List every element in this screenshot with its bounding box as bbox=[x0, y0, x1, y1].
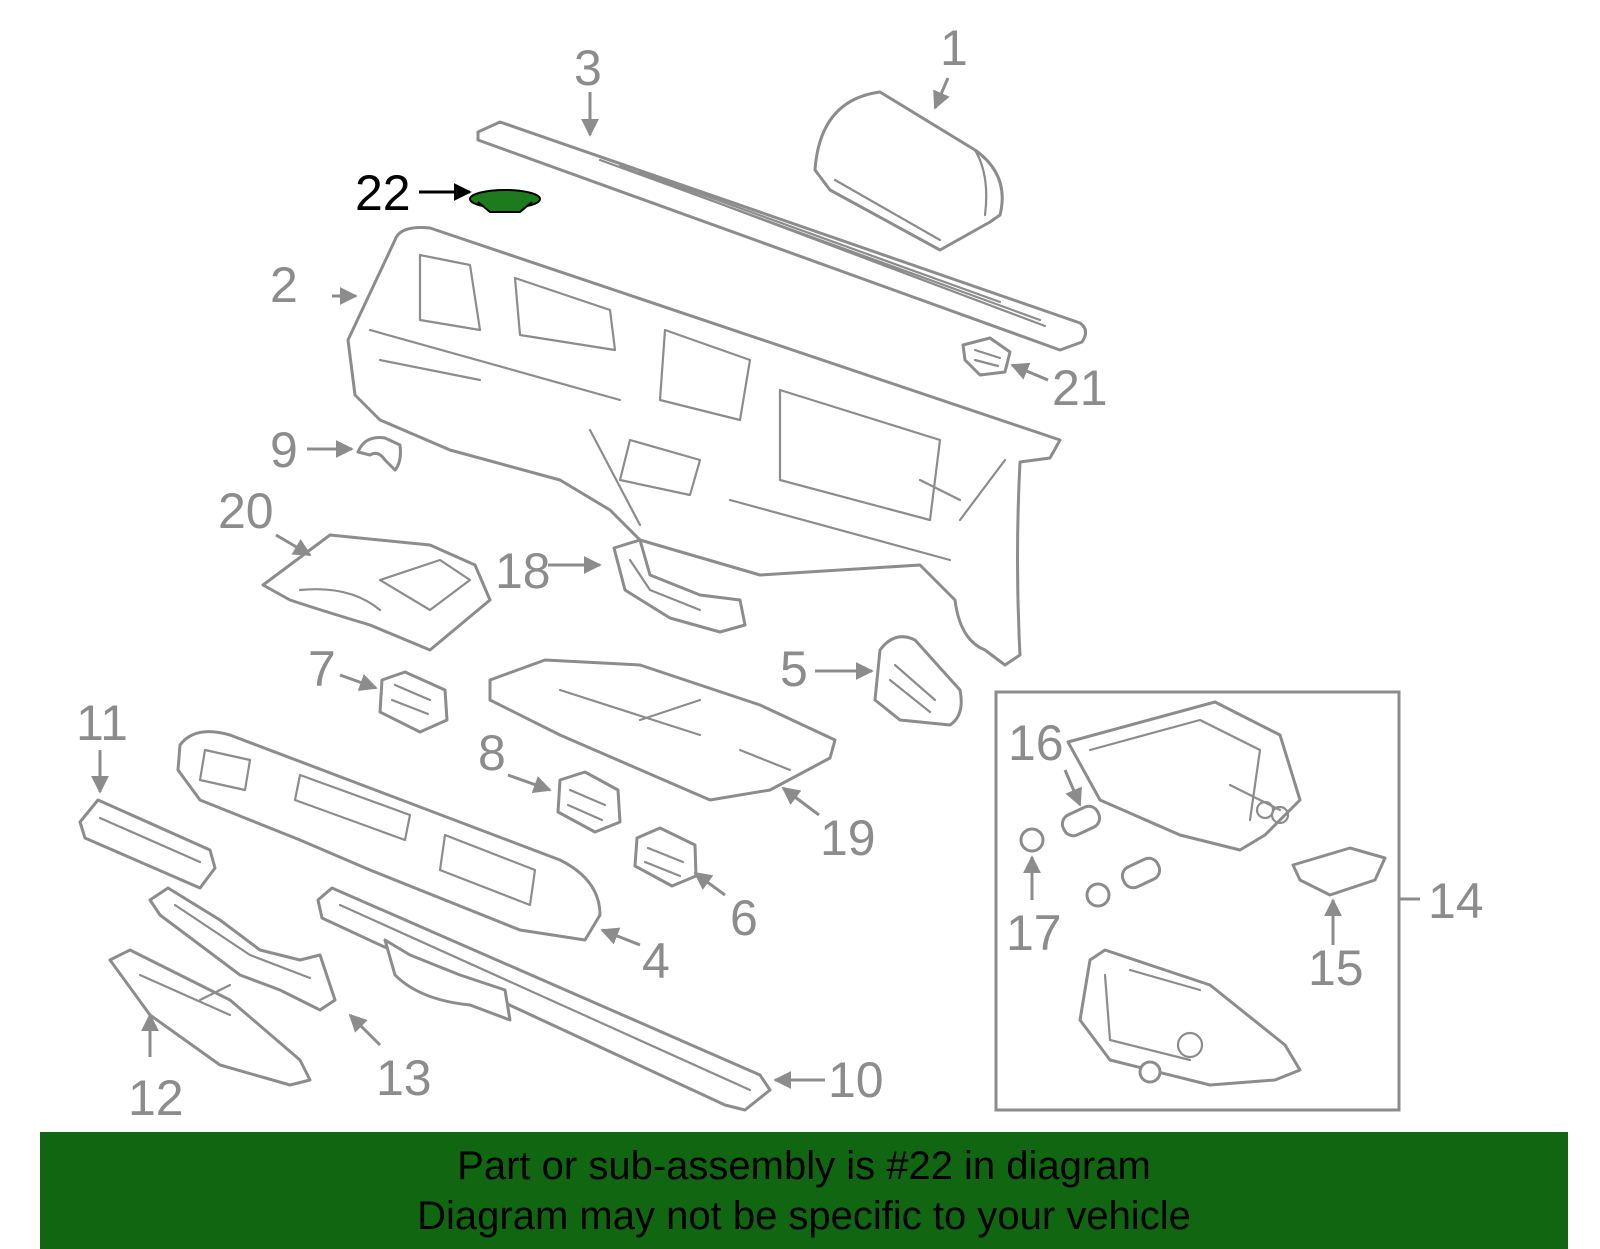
part-21-vent bbox=[961, 336, 1012, 377]
callout-21: 21 bbox=[1052, 360, 1108, 416]
leader-lines bbox=[91, 77, 1342, 1089]
part-18-bracket bbox=[612, 538, 747, 634]
inset-box bbox=[994, 690, 1420, 1112]
part-6-vent bbox=[633, 826, 698, 888]
part-20-panel bbox=[261, 533, 492, 652]
callout-16: 16 bbox=[1008, 715, 1064, 771]
callout-7: 7 bbox=[308, 641, 336, 697]
part-5-vent bbox=[873, 635, 963, 727]
callout-8: 8 bbox=[478, 725, 506, 781]
callout-15: 15 bbox=[1308, 940, 1364, 996]
callout-1: 1 bbox=[940, 20, 968, 76]
callout-6: 6 bbox=[730, 890, 758, 946]
callout-13: 13 bbox=[376, 1050, 432, 1106]
callout-9: 9 bbox=[270, 422, 298, 478]
callout-12: 12 bbox=[128, 1070, 184, 1126]
part-12-lower-cover bbox=[108, 948, 312, 1087]
callout-22: 22 bbox=[355, 165, 411, 221]
callout-20: 20 bbox=[218, 483, 274, 539]
parts-diagram: 1 3 22 2 21 9 20 18 5 7 11 16 8 19 14 6 … bbox=[76, 20, 1484, 1126]
part-10-lower-trim bbox=[316, 886, 772, 1112]
part-19-lower-panel bbox=[488, 658, 837, 802]
callout-labels: 1 3 22 2 21 9 20 18 5 7 11 16 8 19 14 6 … bbox=[76, 20, 1484, 1126]
part-7-vent bbox=[378, 670, 449, 734]
callout-11: 11 bbox=[76, 695, 128, 751]
part-1-airbag bbox=[813, 90, 1004, 252]
banner-line-1: Part or sub-assembly is #22 in diagram bbox=[457, 1143, 1151, 1188]
part-info-banner: Part or sub-assembly is #22 in diagram D… bbox=[40, 1132, 1568, 1249]
callout-4: 4 bbox=[642, 933, 670, 989]
callout-5: 5 bbox=[780, 641, 808, 697]
callout-2: 2 bbox=[270, 257, 298, 313]
callout-18: 18 bbox=[495, 543, 551, 599]
callout-10: 10 bbox=[828, 1052, 884, 1108]
callout-3: 3 bbox=[574, 40, 602, 96]
callout-14: 14 bbox=[1428, 873, 1484, 929]
callout-17: 17 bbox=[1006, 905, 1062, 961]
part-13-reinforcement bbox=[148, 886, 337, 1012]
callout-19: 19 bbox=[820, 810, 876, 866]
part-11-trim bbox=[78, 798, 217, 890]
part-2-instrument-panel bbox=[346, 226, 1062, 667]
part-22-clip bbox=[469, 189, 541, 213]
part-3-defroster-panel bbox=[476, 120, 1087, 352]
part-8-vent bbox=[556, 770, 622, 834]
banner-line-2: Diagram may not be specific to your vehi… bbox=[417, 1193, 1191, 1238]
part-4-cluster-bezel bbox=[176, 730, 602, 942]
part-9-bracket bbox=[356, 436, 402, 472]
